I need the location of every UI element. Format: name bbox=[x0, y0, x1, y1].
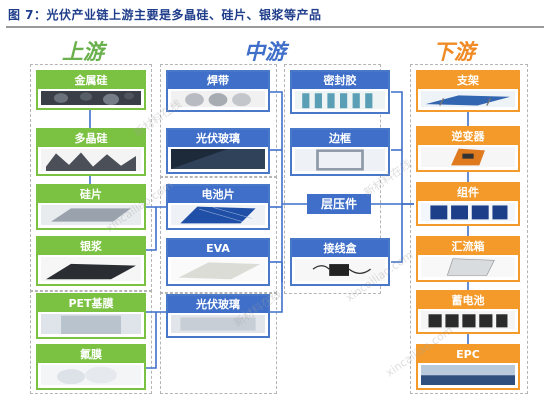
card-junction-box: 接线盒 bbox=[290, 238, 390, 286]
wafer-image bbox=[41, 205, 141, 225]
card-battery: 蓄电池 bbox=[416, 290, 520, 334]
eva-image bbox=[171, 259, 265, 281]
card-label: EPC bbox=[418, 346, 518, 363]
header-midstream: 中游 bbox=[244, 40, 286, 64]
bracket-image bbox=[421, 91, 515, 107]
figure-caption: 图 7：光伏产业链上游主要是多晶硅、硅片、银浆等产品 bbox=[8, 8, 322, 22]
card-pv-glass-1: 光伏玻璃 bbox=[166, 128, 270, 174]
midstream-frame-a bbox=[160, 64, 277, 178]
midstream-frame-b bbox=[160, 176, 277, 294]
card-label: 焊带 bbox=[168, 72, 268, 89]
caption-divider bbox=[6, 26, 544, 28]
card-label: 多晶硅 bbox=[38, 130, 144, 147]
card-label: 边框 bbox=[292, 130, 388, 147]
junction-box-image bbox=[295, 259, 385, 281]
card-label: 氟膜 bbox=[38, 346, 144, 363]
card-label: 逆变器 bbox=[418, 128, 518, 145]
card-wafer: 硅片 bbox=[36, 184, 146, 230]
card-eva: EVA bbox=[166, 238, 270, 286]
card-pv-glass-2: 光伏玻璃 bbox=[166, 294, 270, 338]
card-label: 接线盒 bbox=[292, 240, 388, 257]
card-bracket: 支架 bbox=[416, 70, 520, 112]
card-label: 组件 bbox=[418, 184, 518, 201]
backsheet-image bbox=[171, 315, 265, 333]
card-inverter: 逆变器 bbox=[416, 126, 520, 172]
link-paste-to-cell bbox=[146, 207, 157, 251]
card-label: 金属硅 bbox=[38, 72, 144, 89]
card-pet-film: PET基膜 bbox=[36, 293, 146, 339]
silver-paste-image bbox=[41, 257, 141, 281]
card-label: 电池片 bbox=[168, 186, 268, 203]
fluoro-film-image bbox=[41, 365, 141, 385]
metal-silicon-image bbox=[41, 91, 141, 105]
card-silver-paste: 银浆 bbox=[36, 236, 146, 286]
inverter-image bbox=[421, 147, 515, 167]
combiner-box-image bbox=[421, 257, 515, 277]
pet-film-image bbox=[41, 314, 141, 334]
pv-glass-image bbox=[171, 149, 265, 169]
link-fluoro-to-glass bbox=[146, 312, 157, 369]
header-upstream: 上游 bbox=[62, 40, 104, 64]
card-polysilicon: 多晶硅 bbox=[36, 128, 146, 176]
card-module: 组件 bbox=[416, 182, 520, 226]
card-sealant: 密封胶 bbox=[290, 70, 390, 114]
upstream-frame-top bbox=[30, 64, 152, 292]
polysilicon-image bbox=[41, 149, 141, 171]
midstream-frame-d bbox=[284, 64, 381, 294]
ribbon-image bbox=[171, 91, 265, 107]
card-label: 汇流箱 bbox=[418, 238, 518, 255]
card-label: 光伏玻璃 bbox=[168, 296, 268, 313]
card-label: 硅片 bbox=[38, 186, 144, 203]
midstream-frame-c bbox=[160, 292, 277, 394]
mid-bus-b bbox=[391, 91, 403, 263]
card-epc: EPC bbox=[416, 344, 520, 390]
card-combiner-box: 汇流箱 bbox=[416, 236, 520, 282]
frame-image bbox=[295, 149, 385, 171]
card-fluoro-film: 氟膜 bbox=[36, 344, 146, 390]
card-metal-silicon: 金属硅 bbox=[36, 70, 146, 110]
card-solar-cell: 电池片 bbox=[166, 184, 270, 230]
card-label: PET基膜 bbox=[38, 295, 144, 312]
downstream-frame bbox=[410, 64, 528, 394]
card-label: 支架 bbox=[418, 72, 518, 89]
card-frame: 边框 bbox=[290, 128, 390, 176]
solar-cell-image bbox=[171, 205, 265, 225]
card-ribbon: 焊带 bbox=[166, 70, 270, 112]
upstream-frame-bottom bbox=[30, 290, 152, 394]
epc-image bbox=[421, 365, 515, 385]
card-label: 光伏玻璃 bbox=[168, 130, 268, 147]
link-backsheet-bus bbox=[270, 262, 283, 313]
card-label: 密封胶 bbox=[292, 72, 388, 89]
sealant-image bbox=[295, 91, 385, 109]
header-downstream: 下游 bbox=[433, 40, 475, 64]
card-label: EVA bbox=[168, 240, 268, 257]
card-label: 蓄电池 bbox=[418, 292, 518, 309]
laminate-node: 层压件 bbox=[307, 194, 371, 214]
card-label: 银浆 bbox=[38, 238, 144, 255]
mid-bus bbox=[270, 91, 283, 282]
battery-image bbox=[421, 311, 515, 329]
module-image bbox=[421, 203, 515, 221]
